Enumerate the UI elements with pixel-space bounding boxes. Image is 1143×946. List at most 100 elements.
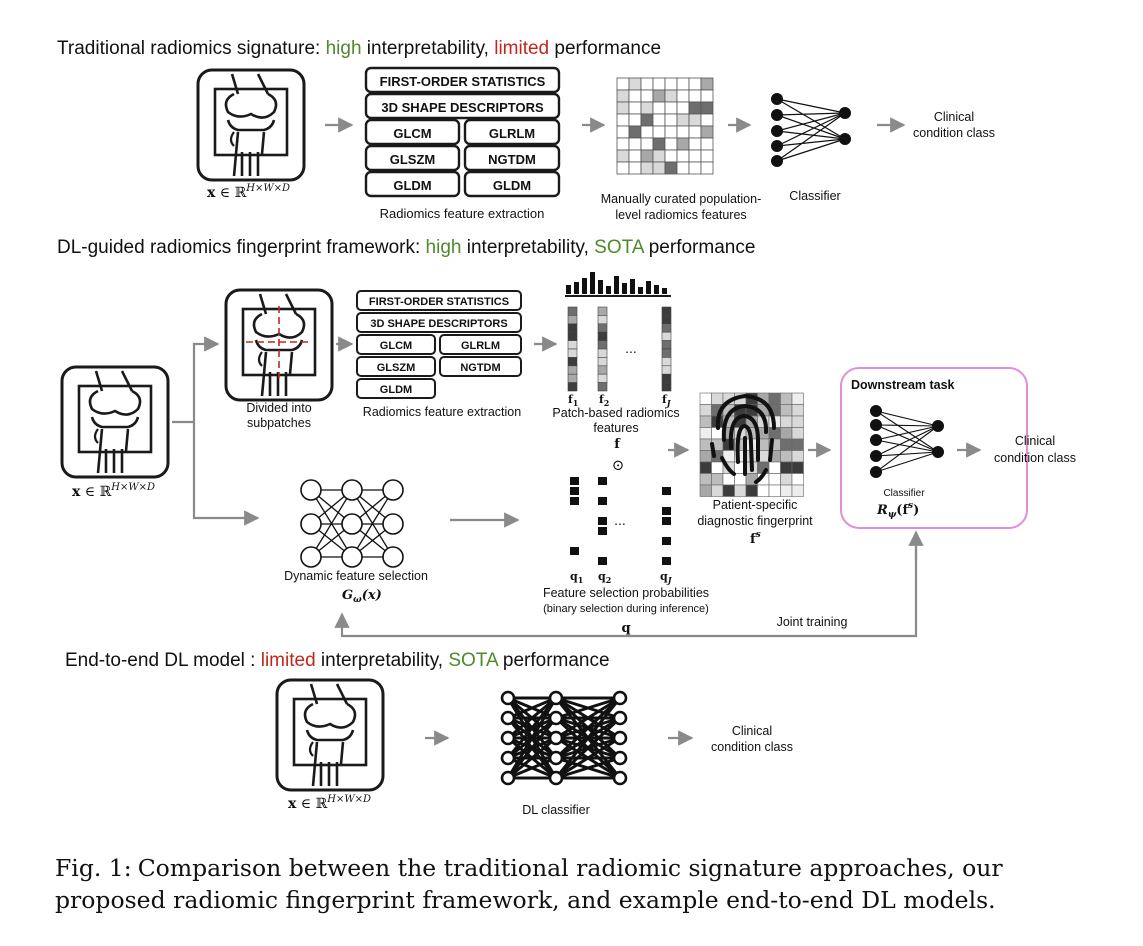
network-edge [507, 756, 557, 780]
grid-cell [616, 161, 630, 175]
svg-text:GLSZM: GLSZM [377, 362, 416, 374]
heading-end-to-end: End-to-end DL model : limited interpreta… [65, 650, 610, 671]
grid-cell [628, 137, 642, 151]
grid-cell [664, 77, 678, 91]
selection-cell [598, 477, 607, 485]
fingerprint-cell [711, 461, 724, 474]
selection-cell [662, 557, 671, 565]
caption-text: Comparison between the traditional radio… [55, 854, 1003, 914]
grid-cell [664, 113, 678, 127]
histogram-bar [606, 286, 611, 294]
fingerprint-cell [699, 404, 712, 417]
feature-boxes-dl-guided: FIRST-ORDER STATISTICS 3D SHAPE DESCRIPT… [356, 290, 522, 399]
network-node [932, 420, 944, 432]
histogram-bar [638, 287, 643, 294]
network-edge [776, 112, 846, 162]
feature-cell [597, 382, 608, 392]
network-edge [776, 138, 846, 162]
feature-cell [661, 357, 672, 367]
heading-traditional: Traditional radiomics signature: high in… [57, 38, 661, 59]
feature-cell [661, 373, 672, 383]
network-node [771, 109, 783, 121]
fingerprint-cell [711, 392, 724, 405]
grid-cell [676, 137, 690, 151]
network-node [382, 513, 404, 535]
fingerprint-cell [791, 450, 804, 463]
grid-cell [700, 149, 714, 163]
input-label-dl-guided: x ∈ ℝH×W×D [72, 482, 155, 500]
grid-cell [688, 137, 702, 151]
selection-cell [662, 537, 671, 545]
network-edge [875, 424, 939, 453]
network-node [300, 513, 322, 535]
arrow-branch-top [172, 336, 220, 424]
classifier-network-traditional [771, 93, 851, 167]
grid-cell [664, 101, 678, 115]
selection-cell [570, 487, 579, 495]
columns-ellipsis: ... [625, 340, 637, 356]
fingerprint-cell [768, 473, 781, 486]
output-label-end-to-end-2: condition class [711, 740, 793, 754]
svg-text:GLRLM: GLRLM [489, 126, 535, 141]
histogram-bar [582, 278, 587, 294]
svg-text:GLDM: GLDM [393, 178, 431, 193]
grid-cell [652, 149, 666, 163]
output-label-dl-guided-1: Clinical [1015, 434, 1055, 448]
feature-cell [597, 306, 608, 316]
curated-label-2: level radiomics features [615, 208, 746, 222]
grid-cell [700, 113, 714, 127]
arrow-branch-bottom [192, 422, 260, 526]
feature-cell [661, 365, 672, 375]
fingerprint-cell [711, 473, 724, 486]
histogram-bar [646, 281, 651, 294]
network-node [548, 710, 564, 726]
fingerprint-cell [791, 415, 804, 428]
fingerprint-cell [780, 484, 793, 497]
network-node [548, 750, 564, 766]
fingerprint-cell [768, 484, 781, 497]
fingerprint-cell [791, 404, 804, 417]
grid-cell [676, 113, 690, 127]
network-edge [554, 697, 622, 779]
network-node [341, 513, 363, 535]
grid-cell [700, 125, 714, 139]
caption-label: Fig. 1: [55, 854, 132, 882]
feature-cell [567, 357, 578, 367]
dynamic-selection-network [300, 479, 404, 568]
network-edge [506, 717, 558, 779]
fingerprint-label-1: Patient-specific [713, 498, 798, 512]
grid-cell [676, 101, 690, 115]
fingerprint-cell [699, 461, 712, 474]
network-edge [875, 425, 939, 457]
output-label-dl-guided-2: condition class [994, 451, 1076, 465]
f2-label: f2 [599, 393, 609, 408]
classifier-network-downstream [870, 405, 944, 478]
subpatch-label-2: subpatches [247, 416, 311, 430]
histogram-bar [614, 276, 619, 294]
feature-cell [567, 348, 578, 358]
joint-training-line [334, 534, 918, 638]
network-edge [506, 697, 558, 759]
grid-cell [664, 89, 678, 103]
feature-cell [661, 340, 672, 350]
extraction-label-traditional: Radiomics feature extraction [380, 206, 545, 221]
grid-cell [652, 113, 666, 127]
network-node [612, 770, 628, 786]
feature-cell [597, 331, 608, 341]
grid-cell [640, 113, 654, 127]
network-edge [776, 138, 846, 147]
grid-cell [640, 125, 654, 139]
grid-cell [616, 137, 630, 151]
feature-cell [567, 323, 578, 333]
histogram-bar [574, 282, 579, 294]
heading-dl-guided: DL-guided radiomics fingerprint framewor… [57, 237, 755, 258]
feature-cell [567, 340, 578, 350]
grid-cell [616, 125, 630, 139]
fingerprint-label-2: diagnostic fingerprint [697, 514, 813, 528]
grid-cell [700, 137, 714, 151]
histogram-bar [654, 285, 659, 294]
network-edge [776, 98, 846, 140]
selection-cell [662, 487, 671, 495]
fingerprint-cell [699, 484, 712, 497]
